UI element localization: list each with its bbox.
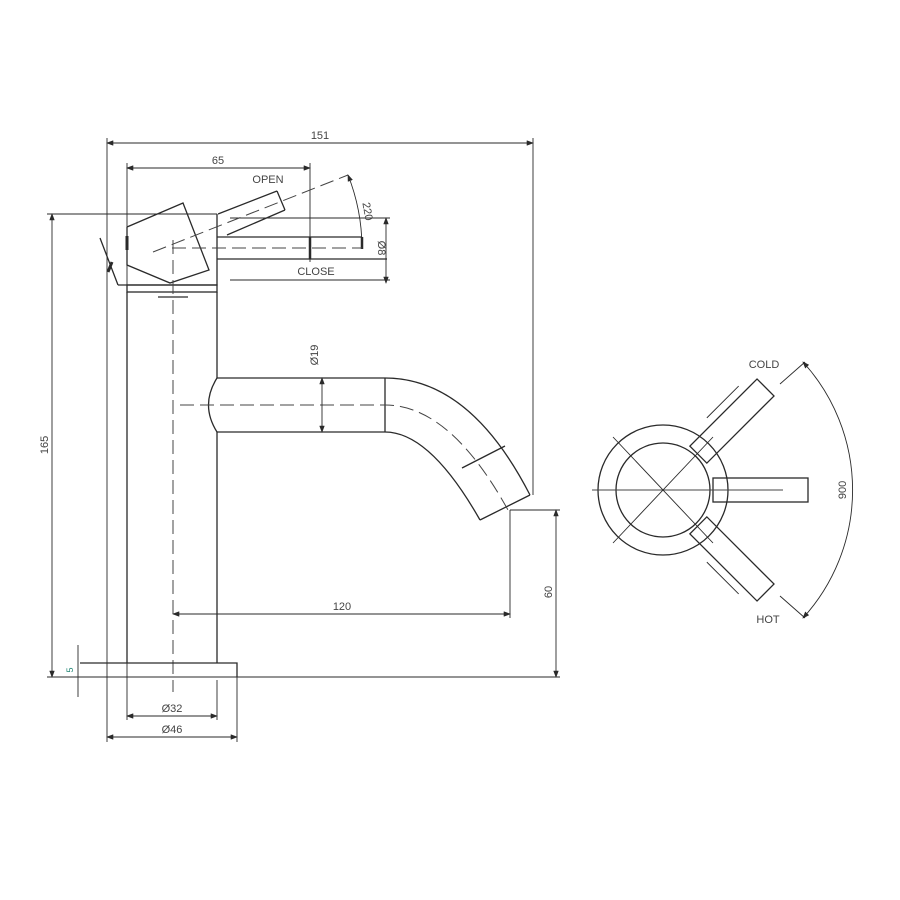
side-view: 151 65 165 [39, 130, 560, 742]
dim-32: Ø32 [162, 703, 183, 715]
dim-220: 220 [359, 201, 374, 221]
spout [180, 377, 531, 521]
dim-900: 900 [837, 481, 849, 499]
faucet-body [126, 240, 218, 692]
dim-151: 151 [311, 130, 329, 142]
dim-19: Ø19 [309, 345, 321, 366]
rotation-arc [802, 361, 853, 619]
handle-cold [688, 378, 775, 465]
lever-open [152, 174, 363, 253]
top-view: COLD HOT 900 [592, 359, 853, 626]
handle-hot [688, 515, 775, 602]
lever-closed [172, 236, 387, 260]
label-hot: HOT [756, 614, 780, 626]
extension-lines [47, 138, 560, 742]
lever-housing [99, 202, 218, 298]
dim-65: 65 [212, 155, 224, 167]
dim-5: 5 [65, 667, 75, 672]
dim-120: 120 [333, 601, 351, 613]
dim-165: 165 [39, 436, 51, 454]
dim-60: 60 [543, 586, 555, 598]
faucet-base [80, 662, 238, 677]
dim-46: Ø46 [162, 724, 183, 736]
label-open: OPEN [252, 174, 283, 186]
dim-8: Ø8 [375, 241, 387, 256]
label-cold: COLD [749, 359, 780, 371]
label-close: CLOSE [297, 266, 334, 278]
